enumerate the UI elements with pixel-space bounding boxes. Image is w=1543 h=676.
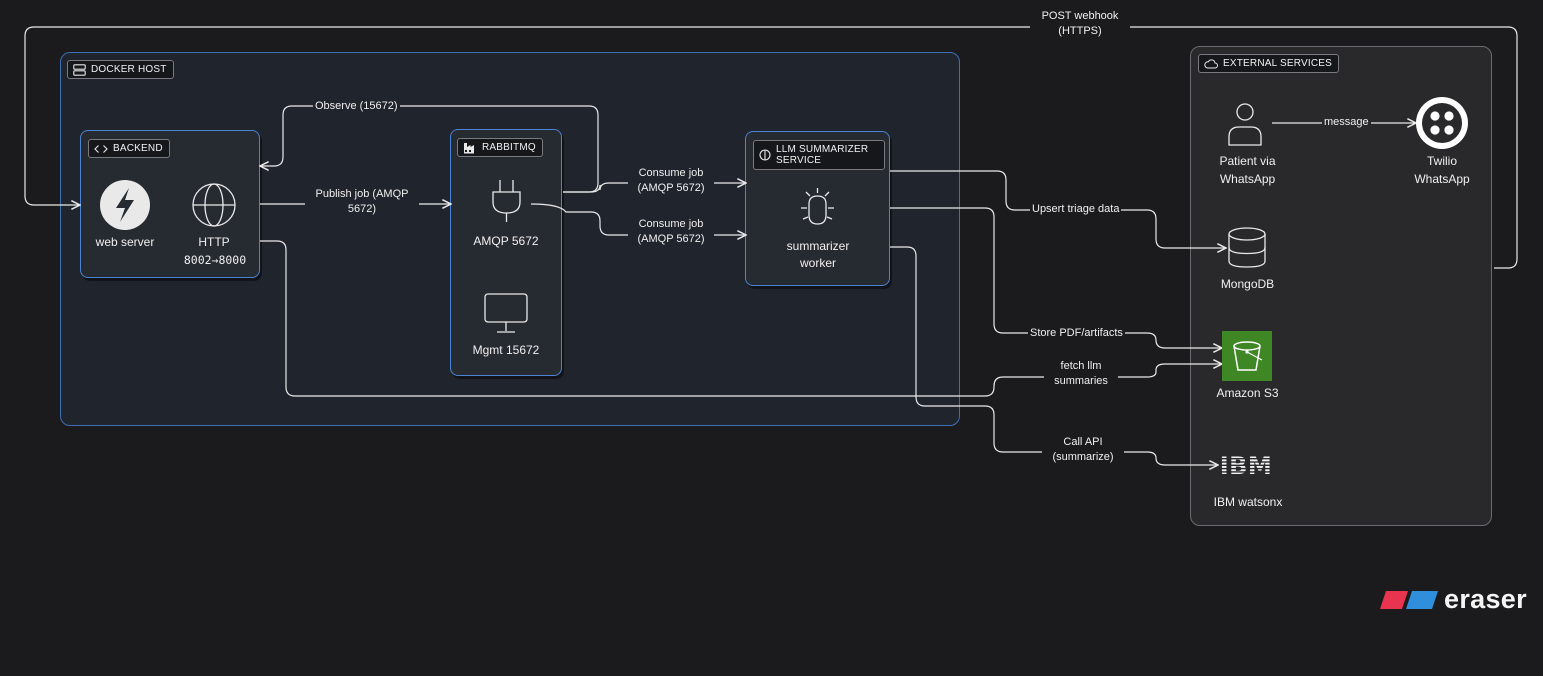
external-services-label: EXTERNAL SERVICES [1223,58,1332,69]
http-ports-label: 8002→8000 [183,253,247,267]
edge-label-message: message [1322,115,1371,130]
twilio-icon [1416,97,1468,149]
person-icon [1228,103,1262,146]
worker-bug-icon [801,188,834,225]
brain-icon [759,149,771,161]
edge-label-publish-job: Publish job (AMQP 5672) [305,187,419,217]
backend-tag: BACKEND [88,139,170,158]
watsonx-label: IBM watsonx [1213,495,1283,509]
rabbitmq-label: RABBITMQ [482,142,536,153]
patient-label-1: Patient via [1219,154,1276,168]
amqp-label: AMQP 5672 [473,234,539,248]
plug-icon [492,180,521,222]
edge-fetch-summaries [260,240,1222,397]
edge-label-observe: Observe (15672) [313,99,400,114]
lightning-icon [100,180,150,230]
summarizer-worker-label-1: summarizer [786,239,850,253]
llm-summarizer-tag: LLM SUMMARIZER SERVICE [753,140,885,170]
edge-call-api [890,246,1218,465]
eraser-brand-text: eraser [1444,584,1527,614]
eraser-logo-icon [1380,590,1438,609]
summarizer-worker-label-2: worker [799,256,836,270]
s3-bucket-icon [1222,331,1272,381]
backend-label: BACKEND [113,143,163,154]
edge-observe [260,105,599,193]
rabbitmq-card[interactable]: RABBITMQ [450,129,562,376]
edge-label-consume-job-a: Consume job (AMQP 5672) [628,166,714,196]
llm-summarizer-label: LLM SUMMARIZER SERVICE [776,144,869,166]
server-icon [73,63,86,76]
edge-label-fetch-summaries: fetch llm summaries [1044,359,1118,389]
external-services-tag: EXTERNAL SERVICES [1198,54,1339,73]
database-icon [1228,227,1266,268]
patient-label-2: WhatsApp [1219,172,1276,186]
twilio-label-2: WhatsApp [1414,172,1470,186]
llm-summarizer-card[interactable]: LLM SUMMARIZER SERVICE [745,131,890,286]
twilio-label-1: Twilio [1426,154,1457,168]
globe-icon [192,183,236,227]
ibm-logo-icon: IBM [1220,452,1274,480]
factory-icon [464,142,474,153]
http-label: HTTP [198,235,230,249]
mgmt-label: Mgmt 15672 [472,343,540,357]
edge-label-call-api: Call API (summarize) [1042,435,1124,465]
rabbitmq-tag: RABBITMQ [457,138,543,157]
code-icon [94,144,108,153]
cloud-icon [1204,58,1218,68]
edge-label-post-webhook: POST webhook (HTTPS) [1030,9,1130,39]
eraser-brand[interactable]: eraser [1380,584,1527,615]
web-server-label: web server [95,235,155,249]
edge-label-consume-job-b: Consume job (AMQP 5672) [628,217,714,247]
edge-post-webhook [24,26,1518,269]
mongodb-label: MongoDB [1220,277,1275,291]
s3-label: Amazon S3 [1216,386,1279,400]
edge-consume-job-a [563,183,746,193]
monitor-icon [484,293,528,333]
edge-label-store-pdf: Store PDF/artifacts [1028,326,1125,341]
docker-host-label: DOCKER HOST [91,64,167,75]
edge-label-upsert: Upsert triage data [1030,202,1122,217]
edge-consume-job-b [530,203,746,235]
edge-store-pdf [890,207,1222,348]
docker-host-tag: DOCKER HOST [67,60,174,79]
